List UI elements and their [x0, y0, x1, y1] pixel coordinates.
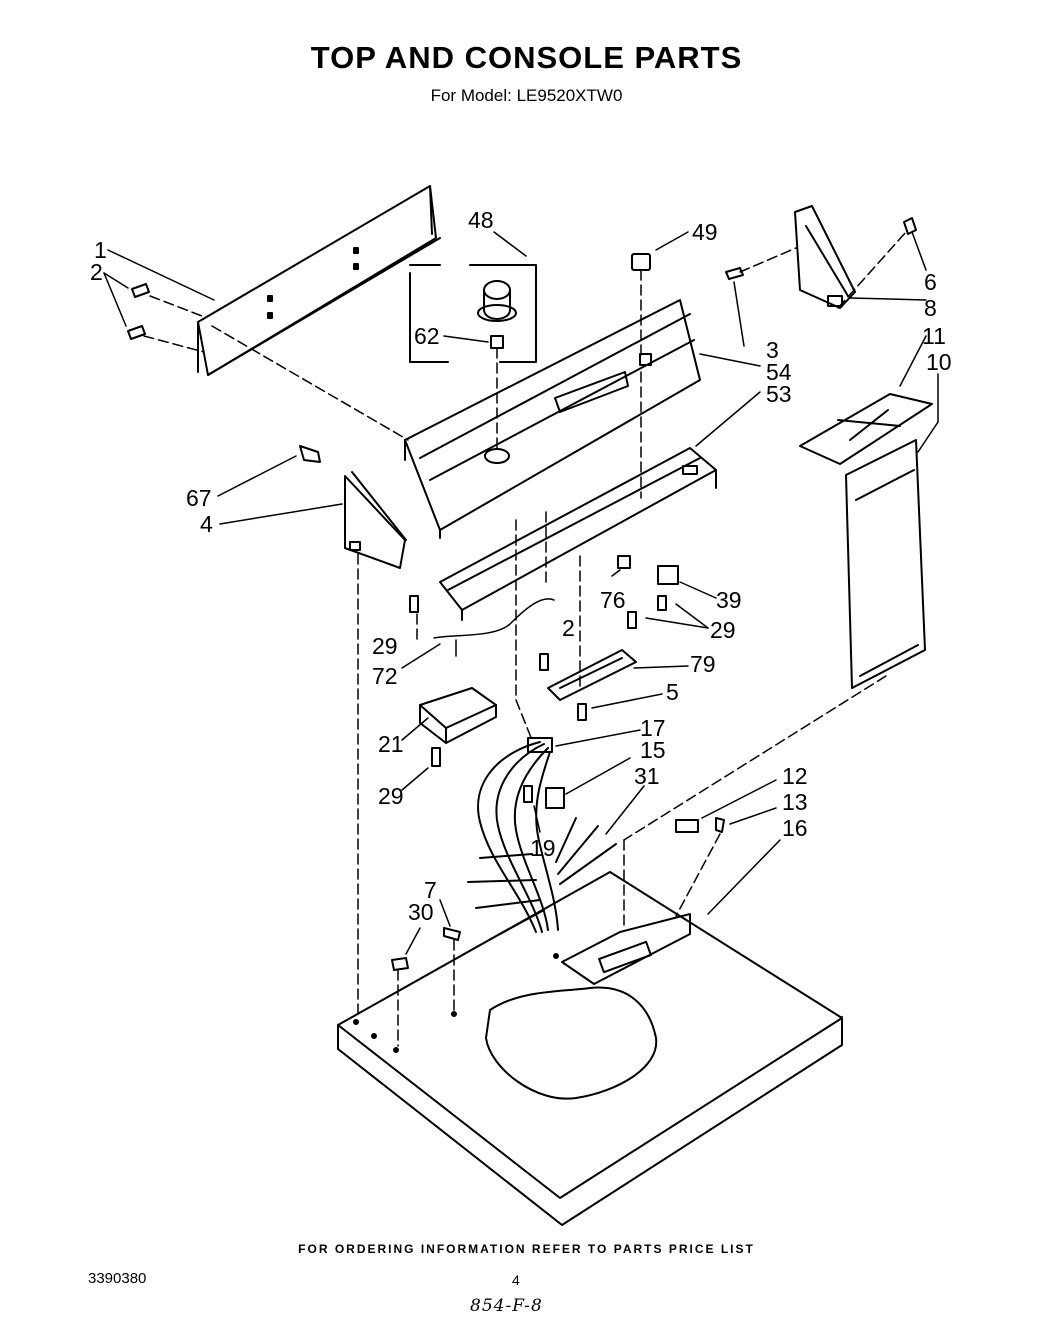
main-top-panel-part — [337, 871, 843, 1226]
callout-2: 2 — [90, 259, 103, 285]
callout-76: 76 — [600, 587, 626, 613]
model-subtitle: For Model: LE9520XTW0 — [430, 86, 623, 105]
page-title: TOP AND CONSOLE PARTS — [310, 40, 743, 75]
callout-48: 48 — [468, 207, 494, 233]
callout-19: 19 — [530, 835, 556, 861]
knob-assembly-box — [409, 264, 537, 363]
wire-part — [433, 598, 555, 657]
callout-12: 12 — [782, 763, 808, 789]
callout-15: 15 — [640, 737, 666, 763]
lint-screen-part — [845, 439, 926, 689]
callout-5: 5 — [666, 679, 679, 705]
small-clip-part — [391, 927, 461, 971]
document-number: 3390380 — [88, 1270, 147, 1287]
rear-panel-part — [197, 185, 441, 376]
callout-10: 10 — [926, 349, 952, 375]
console-panel-part — [404, 299, 701, 539]
callout-11: 11 — [922, 323, 946, 349]
screw-part — [725, 217, 917, 280]
timer-motor-part — [419, 687, 497, 744]
callout-54: 54 — [766, 359, 792, 385]
leader-lines — [103, 231, 939, 955]
screw-part — [409, 595, 587, 803]
clip-part — [299, 445, 321, 463]
callout-16: 16 — [782, 815, 808, 841]
callout-7: 7 — [424, 877, 437, 903]
callout-67: 67 — [186, 485, 212, 511]
callout-31: 31 — [634, 763, 660, 789]
callout-49: 49 — [692, 219, 718, 245]
callout-labels: 1 2 48 49 3 6 8 11 10 54 53 62 67 4 29 7… — [90, 207, 952, 925]
callout-29: 29 — [372, 633, 398, 659]
callout-53: 53 — [766, 381, 792, 407]
end-cap-part — [344, 471, 407, 569]
terminal-block-part — [547, 649, 637, 701]
callout-72: 72 — [372, 663, 398, 689]
callout-6: 6 — [924, 269, 937, 295]
screw-part — [127, 283, 150, 340]
lint-cover-part — [799, 393, 933, 465]
callout-21: 21 — [378, 731, 404, 757]
callout-62: 62 — [414, 323, 440, 349]
handwritten-note: 854-F-8 — [470, 1296, 543, 1316]
callout-39: 39 — [716, 587, 742, 613]
callout-17: 17 — [640, 715, 666, 741]
callout-1: 1 — [94, 237, 107, 263]
wire-harness-part — [467, 737, 617, 935]
bracket-part — [794, 205, 856, 309]
button-part — [631, 253, 651, 271]
callout-8: 8 — [924, 295, 937, 321]
callout-79: 79 — [690, 651, 716, 677]
alignment-lines — [143, 231, 907, 1047]
page-number: 4 — [512, 1272, 520, 1288]
callout-29: 29 — [378, 783, 404, 809]
connector-part — [617, 555, 679, 629]
console-base-part — [439, 447, 717, 621]
callout-30: 30 — [408, 899, 434, 925]
callout-13: 13 — [782, 789, 808, 815]
switch-part — [675, 817, 725, 833]
callout-3: 3 — [766, 337, 779, 363]
ordering-note: FOR ORDERING INFORMATION REFER TO PARTS … — [298, 1242, 755, 1256]
callout-4: 4 — [200, 511, 213, 537]
callout-29: 29 — [710, 617, 736, 643]
callout-2: 2 — [562, 615, 575, 641]
